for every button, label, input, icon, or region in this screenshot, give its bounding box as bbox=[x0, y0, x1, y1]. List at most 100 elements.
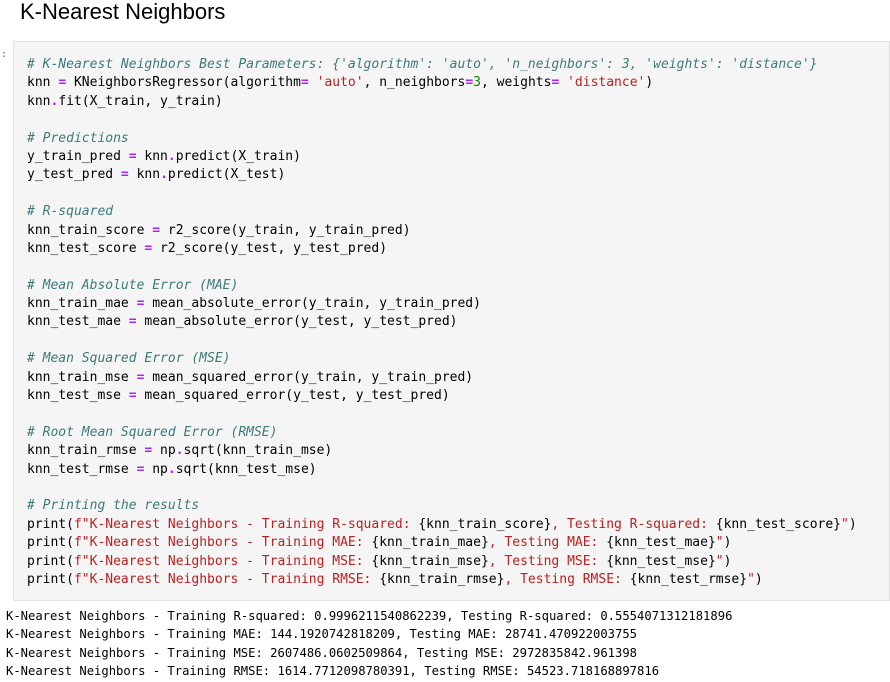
code-token: knn_test_score bbox=[27, 240, 145, 256]
code-line: knn_train_mse = mean_squared_error(y_tra… bbox=[27, 369, 857, 387]
code-token: ) bbox=[723, 535, 732, 551]
code-line: # R-squared bbox=[27, 203, 857, 221]
code-token: " bbox=[715, 535, 724, 551]
code-token: {knn_train_rmse} bbox=[379, 571, 505, 587]
cell-prompt-marker: : bbox=[1, 49, 8, 60]
code-token: = bbox=[136, 296, 145, 312]
code-token: print( bbox=[27, 571, 74, 587]
code-line: knn_test_mse = mean_squared_error(y_test… bbox=[27, 387, 857, 405]
code-token: f"K-Nearest Neighbors - Training MSE: bbox=[73, 553, 372, 569]
code-token: print( bbox=[27, 516, 74, 532]
cell-output: K-Nearest Neighbors - Training R-squared… bbox=[6, 607, 732, 680]
code-line: knn_train_rmse = np.sqrt(knn_train_mse) bbox=[27, 442, 857, 460]
code-cell[interactable]: # K-Nearest Neighbors Best Parameters: {… bbox=[13, 41, 890, 601]
code-token: sqrt(knn_train_mse) bbox=[183, 443, 333, 459]
code-token: fit(X_train, y_train) bbox=[58, 93, 223, 109]
code-token: print( bbox=[27, 535, 74, 551]
code-token: = bbox=[144, 443, 153, 459]
code-token: {knn_test_mae} bbox=[606, 535, 716, 551]
code-token: mean_squared_error(y_test, y_test_pred) bbox=[136, 388, 450, 404]
code-token: = bbox=[128, 148, 137, 164]
code-token: np bbox=[152, 443, 176, 459]
code-token: knn_test_rmse bbox=[27, 461, 137, 477]
code-token: ) bbox=[723, 553, 732, 569]
code-line bbox=[27, 479, 857, 497]
code-token: # Root Mean Squared Error (RMSE) bbox=[27, 424, 278, 440]
code-token: = bbox=[136, 369, 145, 385]
code-token: knn_train_mse bbox=[27, 369, 137, 385]
code-token: = bbox=[136, 461, 145, 477]
code-line: # Mean Squared Error (MSE) bbox=[27, 350, 857, 368]
code-token: = bbox=[465, 75, 474, 91]
code-line: print(f"K-Nearest Neighbors - Training R… bbox=[27, 571, 857, 589]
code-token: f"K-Nearest Neighbors - Training MAE: bbox=[73, 535, 372, 551]
code-token: knn bbox=[128, 167, 161, 183]
code-editor[interactable]: # K-Nearest Neighbors Best Parameters: {… bbox=[27, 56, 857, 589]
code-line: knn_train_score = r2_score(y_train, y_tr… bbox=[27, 222, 857, 240]
code-token: = bbox=[152, 222, 161, 238]
code-token: = bbox=[128, 314, 137, 330]
code-token: f"K-Nearest Neighbors - Training RMSE: bbox=[73, 571, 380, 587]
code-token: # Mean Squared Error (MSE) bbox=[27, 351, 231, 367]
code-token: r2_score(y_test, y_test_pred) bbox=[152, 240, 388, 256]
code-token: {knn_train_mse} bbox=[371, 553, 489, 569]
code-line: knn.fit(X_train, y_train) bbox=[27, 93, 857, 111]
code-line bbox=[27, 405, 857, 423]
code-token: . bbox=[160, 167, 168, 183]
code-line: knn_test_mae = mean_absolute_error(y_tes… bbox=[27, 313, 857, 331]
code-token: y_train_pred bbox=[27, 148, 129, 164]
code-token: {knn_train_score} bbox=[418, 516, 552, 532]
code-line: # Predictions bbox=[27, 130, 857, 148]
code-token: mean_absolute_error(y_train, y_train_pre… bbox=[144, 296, 481, 312]
code-token: # R-squared bbox=[27, 204, 114, 220]
code-token: , Testing MSE: bbox=[488, 553, 607, 569]
code-line: print(f"K-Nearest Neighbors - Training M… bbox=[27, 534, 857, 552]
code-line bbox=[27, 185, 857, 203]
code-token: 'distance' bbox=[567, 75, 646, 91]
code-token: {knn_test_mse} bbox=[606, 553, 716, 569]
code-token: # K-Nearest Neighbors Best Parameters: {… bbox=[27, 57, 818, 72]
code-token: . bbox=[167, 148, 176, 164]
code-token: ) bbox=[848, 516, 857, 532]
output-line: K-Nearest Neighbors - Training MAE: 144.… bbox=[6, 627, 638, 642]
code-token: knn bbox=[27, 75, 59, 91]
code-token: knn_test_mae bbox=[27, 314, 129, 330]
code-line: knn_test_score = r2_score(y_test, y_test… bbox=[27, 240, 857, 258]
code-token: predict(X_train) bbox=[175, 148, 301, 164]
code-line: # K-Nearest Neighbors Best Parameters: {… bbox=[27, 56, 857, 74]
code-token: = bbox=[58, 75, 67, 91]
code-token bbox=[309, 75, 317, 90]
code-line: # Mean Absolute Error (MAE) bbox=[27, 277, 857, 295]
code-token bbox=[559, 75, 567, 90]
code-token: " bbox=[715, 553, 724, 569]
code-token: knn_test_mse bbox=[27, 388, 129, 404]
code-token: knn bbox=[136, 148, 168, 164]
code-token: f"K-Nearest Neighbors - Training R-squar… bbox=[73, 516, 419, 532]
code-token: {knn_test_score} bbox=[715, 516, 842, 532]
code-token: knn_train_rmse bbox=[27, 443, 145, 459]
code-token: KNeighborsRegressor(algorithm bbox=[66, 75, 301, 91]
code-token: = bbox=[120, 167, 129, 183]
code-token: # Printing the results bbox=[27, 498, 200, 514]
code-token: print( bbox=[27, 553, 74, 569]
code-line bbox=[27, 111, 857, 129]
code-token: . bbox=[167, 461, 176, 477]
code-token: ) bbox=[645, 75, 654, 91]
code-token: , n_neighbors bbox=[363, 75, 466, 91]
code-token: . bbox=[50, 93, 59, 109]
code-token: np bbox=[144, 461, 168, 477]
code-line bbox=[27, 332, 857, 350]
code-line bbox=[27, 258, 857, 276]
code-line: # Root Mean Squared Error (RMSE) bbox=[27, 424, 857, 442]
code-token: {knn_train_mae} bbox=[371, 535, 489, 551]
code-token: 3 bbox=[473, 75, 481, 91]
code-line: print(f"K-Nearest Neighbors - Training R… bbox=[27, 516, 857, 534]
code-token: = bbox=[551, 75, 560, 91]
code-token: , Testing MAE: bbox=[488, 535, 607, 551]
code-token: " bbox=[841, 516, 849, 532]
code-token: = bbox=[144, 240, 153, 256]
code-token: , Testing RMSE: bbox=[504, 571, 630, 587]
code-token: knn bbox=[27, 93, 51, 109]
output-line: K-Nearest Neighbors - Training R-squared… bbox=[6, 609, 733, 623]
code-line: knn = KNeighborsRegressor(algorithm= 'au… bbox=[27, 74, 857, 92]
